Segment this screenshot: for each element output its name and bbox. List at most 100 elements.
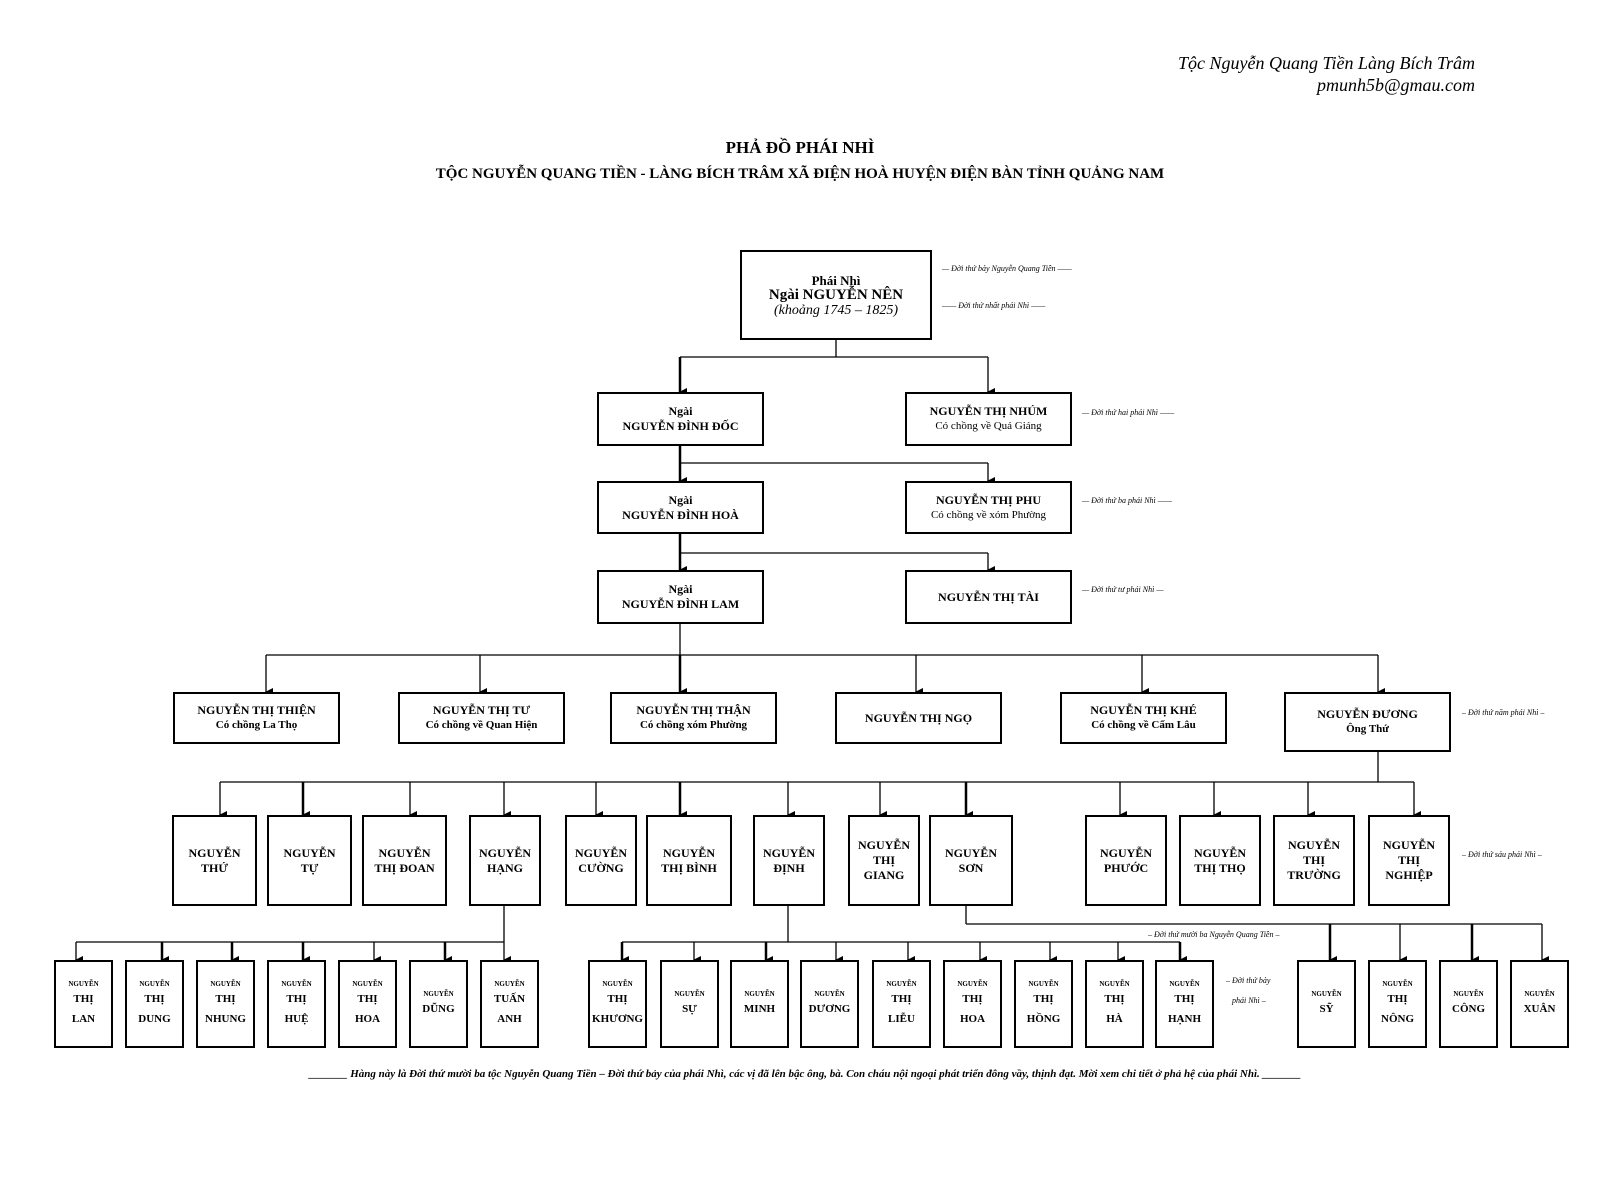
- person-name: NGUYỄN ĐÌNH ĐỐC: [622, 419, 739, 433]
- person-note: Có chồng về Quá Giáng: [935, 420, 1042, 432]
- person-name-part: NGUYỄN: [1311, 990, 1342, 998]
- person-name-part: NGUYỄN: [1099, 845, 1152, 860]
- note-gen13-clan: – Đời thứ mười ba Nguyễn Quang Tiền –: [1148, 930, 1280, 939]
- person-name-part: NGUYỄN: [423, 990, 454, 998]
- person-name-part: KHƯƠNG: [592, 1013, 643, 1025]
- person-name-part: DUNG: [138, 1013, 171, 1025]
- person-name-part: THỊ: [962, 993, 983, 1005]
- person-box-gen7: NGUYỄN SỰ: [660, 960, 719, 1048]
- person-name-part: NGUYỄN: [1524, 990, 1555, 998]
- person-name-part: NGUYỄN: [139, 980, 170, 988]
- person-name-part: NGUYỄN: [744, 990, 775, 998]
- person-name-part: DŨNG: [422, 1003, 455, 1015]
- header-info: Tộc Nguyễn Quang Tiền Làng Bích Trâm pmu…: [1178, 52, 1475, 96]
- person-name-part: THỊ: [73, 993, 94, 1005]
- person-box-gen5: NGUYỄN ĐƯƠNG Ông Thứ: [1284, 692, 1451, 752]
- person-note: Có chồng về Cẩm Lâu: [1091, 719, 1196, 731]
- diagram-subtitle: TỘC NGUYỄN QUANG TIỀN - LÀNG BÍCH TRÂM X…: [435, 166, 1165, 182]
- ancestor-name: Ngài NGUYỄN NÊN: [768, 286, 904, 303]
- person-title: Ngài: [668, 404, 693, 418]
- note-gen4-branch: — Đời thứ tư phái Nhì —: [1082, 585, 1164, 594]
- person-name: NGUYỄN ĐƯƠNG: [1317, 707, 1418, 721]
- person-name: NGUYỄN ĐÌNH HOÀ: [622, 507, 739, 522]
- person-name-part: GIANG: [863, 868, 905, 882]
- person-name-part: NGUYỄN: [210, 980, 241, 988]
- person-name-part: CƯỜNG: [578, 860, 624, 875]
- note-gen2-branch: — Đời thứ hai phái Nhì ——: [1082, 408, 1175, 417]
- branch-label: Phái Nhì: [811, 272, 861, 288]
- person-note: Ông Thứ: [1346, 723, 1389, 735]
- person-name-part: NGUYỄN: [1382, 980, 1413, 988]
- person-name-part: NGUYỄN: [283, 845, 336, 860]
- person-name-part: THỨ: [201, 860, 228, 875]
- root-ancestor-box: Phái Nhì Ngài NGUYỄN NÊN (khoảng 1745 – …: [740, 250, 932, 340]
- person-name-part: NGUYỄN: [494, 980, 525, 988]
- person-name-part: NGUYỄN: [602, 980, 633, 988]
- person-name-part: TỰ: [300, 860, 319, 875]
- person-name-part: THỊ: [215, 993, 236, 1005]
- person-name-part: NGUYỄN: [1099, 980, 1130, 988]
- person-name-part: MINH: [743, 1003, 776, 1015]
- person-name-part: THỊ: [1387, 993, 1408, 1005]
- person-name-part: THỊ BÌNH: [661, 860, 717, 875]
- person-name-part: THỊ: [1033, 993, 1054, 1005]
- person-box-gen7: NGUYỄN MINH: [730, 960, 789, 1048]
- person-name: NGUYỄN THỊ KHÉ: [1090, 703, 1197, 717]
- person-name-part: XUÂN: [1523, 1003, 1556, 1015]
- note-gen7-branch-a: – Đời thứ bảy: [1226, 976, 1271, 985]
- person-name-part: HUỆ: [284, 1013, 309, 1025]
- person-title: Ngài: [668, 492, 693, 507]
- person-name-part: NGUYỄN: [478, 845, 531, 860]
- person-name-part: THỊ: [1302, 853, 1325, 867]
- person-name-part: NGUYỄN: [1287, 838, 1340, 852]
- person-name-part: HẠNG: [487, 860, 523, 875]
- person-name-part: NGHIỆP: [1385, 868, 1433, 882]
- person-name-part: SƠN: [958, 860, 984, 875]
- person-name-part: THỊ: [891, 993, 912, 1005]
- person-name-part: THỊ: [607, 993, 628, 1005]
- person-name-part: THỊ: [1104, 993, 1125, 1005]
- person-name: NGUYỄN THỊ TƯ: [432, 703, 531, 717]
- ancestor-lifespan: (khoảng 1745 – 1825): [773, 302, 899, 318]
- person-name-part: NGUYỄN: [944, 845, 997, 860]
- person-note: Có chồng về xóm Phường: [930, 508, 1047, 521]
- person-name-part: HÀ: [1106, 1013, 1123, 1025]
- person-name: NGUYỄN THỊ NGỌ: [864, 710, 973, 725]
- clan-name: Tộc Nguyễn Quang Tiền Làng Bích Trâm: [1177, 53, 1475, 73]
- person-name-part: NGUYỄN: [957, 980, 988, 988]
- footer-note: _______ Hàng này là Đời thứ mười ba tộc …: [308, 1068, 1302, 1080]
- person-name-part: ĐỊNH: [773, 860, 805, 875]
- person-name-part: THỊ: [357, 993, 378, 1005]
- person-name-part: TUẤN: [493, 993, 526, 1005]
- note-gen5-branch: – Đời thứ năm phái Nhì –: [1462, 708, 1545, 717]
- person-name: NGUYỄN THỊ THIỆN: [197, 703, 316, 717]
- person-name-part: NGUYỄN: [352, 980, 383, 988]
- person-box-gen5: NGUYỄN THỊ KHÉ Có chồng về Cẩm Lâu: [1060, 692, 1227, 744]
- person-note: Có chồng về Quan Hiện: [425, 719, 538, 731]
- person-name-part: NGUYỄN: [674, 990, 705, 998]
- diagram-title: PHẢ ĐỒ PHÁI NHÌ: [725, 138, 875, 157]
- person-name: NGUYỄN THỊ PHU: [935, 492, 1042, 507]
- person-name-part: NGUYỄN: [1382, 838, 1435, 852]
- person-name-part: THỊ: [286, 993, 307, 1005]
- person-name-part: NGUYỄN: [1453, 990, 1484, 998]
- person-name-part: THỊ THỌ: [1194, 860, 1246, 875]
- person-name-part: SỰ: [682, 1003, 697, 1015]
- person-name: NGUYỄN THỊ TÀI: [938, 589, 1039, 604]
- person-box-gen5: NGUYỄN THỊ NGỌ: [835, 692, 1002, 744]
